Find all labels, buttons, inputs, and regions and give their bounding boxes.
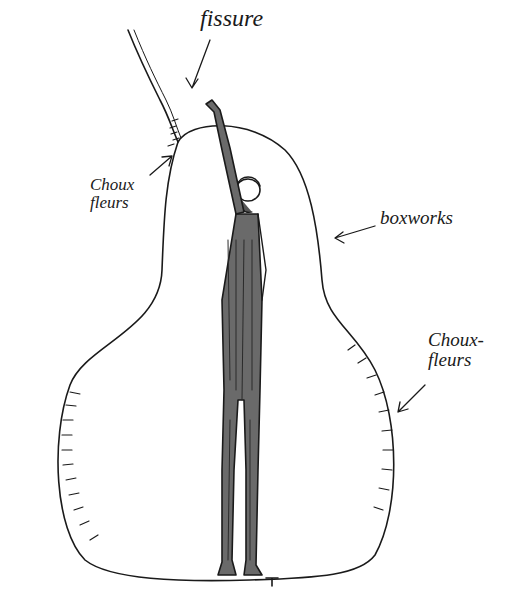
choux-fleurs-ticks: [348, 345, 393, 510]
choux-fleurs-ticks: [168, 119, 179, 146]
callout-label: Choux fleurs: [90, 176, 148, 212]
choux-fleurs-ticks: [62, 392, 98, 540]
fissure-line: [134, 30, 181, 138]
label-box: Choux fleurs: [90, 176, 148, 212]
leader-arrow: [335, 226, 375, 243]
label-box: fissure: [200, 6, 263, 31]
callout-label: Choux- fleurs: [428, 330, 492, 370]
leader-arrow: [150, 156, 172, 175]
floor-mark: [266, 578, 278, 586]
label-box: boxworks: [380, 208, 453, 228]
label-box: Choux- fleurs: [428, 330, 492, 370]
fissure-line: [128, 30, 178, 142]
person-figure: [206, 100, 266, 575]
callout-label: fissure: [200, 6, 263, 31]
leader-arrow: [186, 40, 210, 88]
cave-outline: [58, 126, 394, 581]
callout-label: boxworks: [380, 208, 453, 228]
leader-arrow: [398, 385, 425, 412]
